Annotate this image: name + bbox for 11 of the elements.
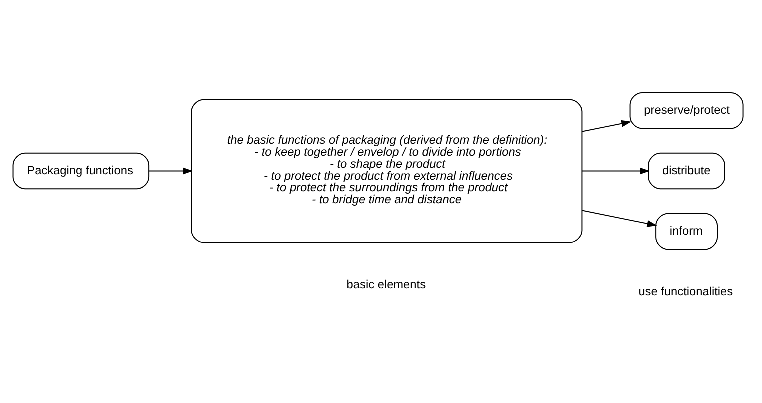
- label: use functionalities: [638, 284, 734, 298]
- node-box: inform: [656, 213, 718, 250]
- arrow: [582, 168, 650, 175]
- node-box: the basic functions of packaging (derived from the definition): - to keep together / envelop / to divide into portions - to shape the product - to protect the product from external influences - to protect the surroundings from the product - to bridge time and distance: [191, 99, 583, 244]
- label: basic elements: [346, 277, 426, 292]
- arrow: [582, 210, 658, 228]
- node-box: preserve/protect: [630, 92, 744, 130]
- arrow: [582, 120, 632, 132]
- node-box: distribute: [648, 152, 726, 190]
- node-box: Packaging functions: [12, 152, 150, 190]
- arrow: [148, 168, 194, 175]
